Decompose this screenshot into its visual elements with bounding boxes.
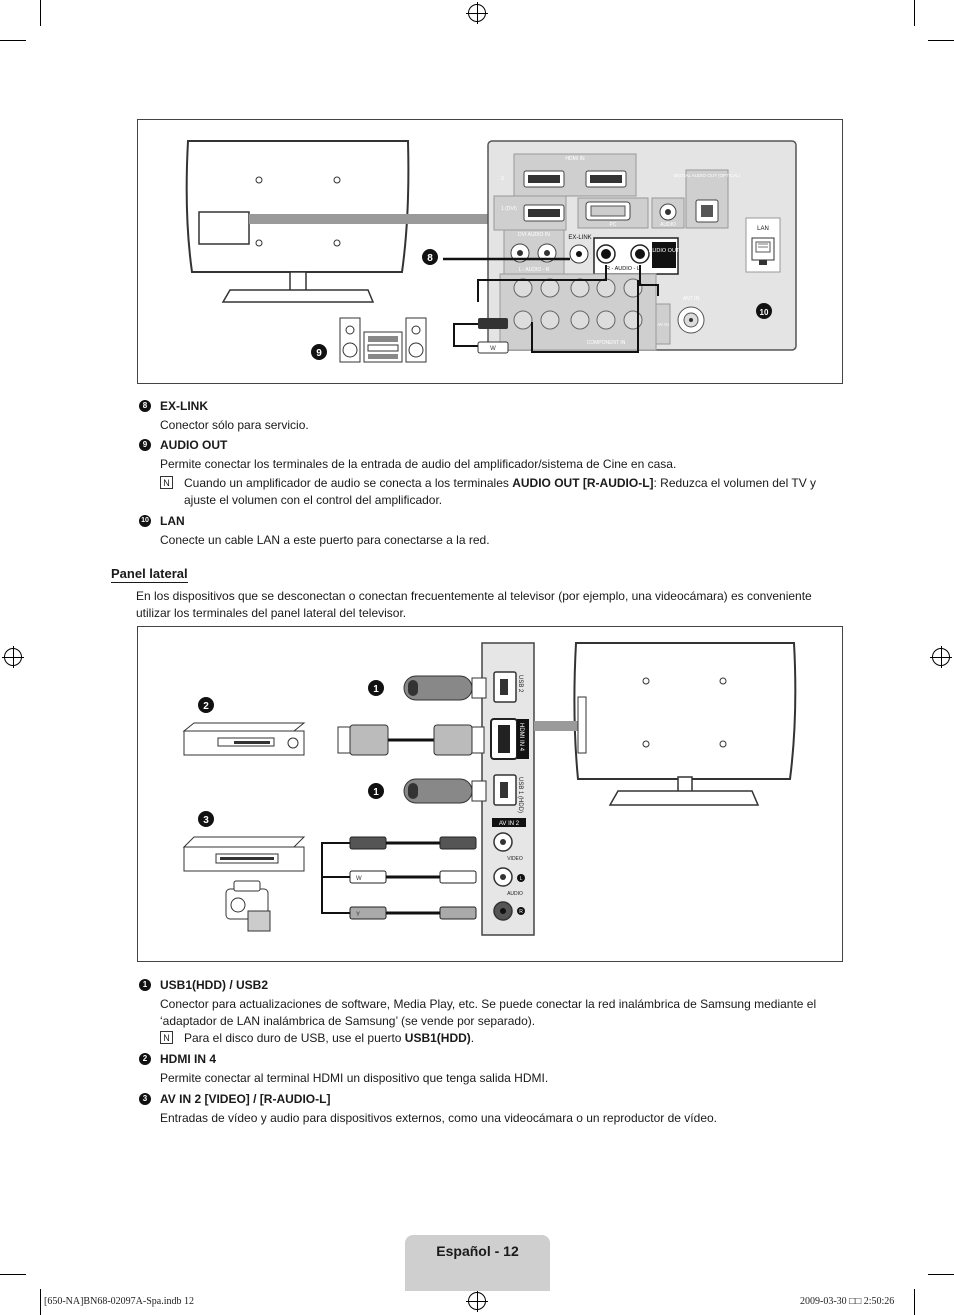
item-audio-out: 9 AUDIO OUT Permite conectar los termina… xyxy=(139,437,839,511)
audio-label: AUDIO xyxy=(660,222,676,228)
cable-w-label: W xyxy=(490,346,496,352)
note-text: . xyxy=(470,1031,475,1045)
note-text: : Reduzca el volumen del TV y ajuste el … xyxy=(184,476,817,507)
hdmi-in4-label: HDMI IN 4 xyxy=(518,723,524,752)
y-label: Y xyxy=(356,912,360,918)
item-description: Conecte un cable LAN a este puerto para … xyxy=(160,533,490,547)
svg-text:10: 10 xyxy=(760,308,769,317)
hdmi-1-label: 1 (DVI) xyxy=(501,206,517,212)
av-cables: W Y xyxy=(321,836,477,920)
item-description: Permite conectar los terminales de la en… xyxy=(160,457,677,471)
item-title: AV IN 2 [VIDEO] / [R-AUDIO-L] xyxy=(160,1092,331,1106)
item-description: Permite conectar al terminal HDMI un dis… xyxy=(160,1071,549,1085)
side-panel-figure: USB 2 HDMI IN 4 USB 1 (HDD) AV IN 2 VIDE… xyxy=(137,626,843,962)
item-description: Entradas de vídeo y audio para dispositi… xyxy=(160,1111,717,1125)
lan-label: LAN xyxy=(757,226,769,232)
dvi-audio-in-label: DVI AUDIO IN xyxy=(518,232,550,238)
item-description: Conector para actualizaciones de softwar… xyxy=(160,997,817,1028)
registration-mark-icon xyxy=(930,646,952,668)
camcorder-illustration xyxy=(225,880,271,932)
usb-sticks: 1 1 xyxy=(368,675,487,804)
video-label: VIDEO xyxy=(507,856,523,862)
crop-mark xyxy=(0,1274,26,1275)
tv-back-illustration xyxy=(185,140,489,303)
registration-mark-icon xyxy=(466,2,488,24)
svg-text:2: 2 xyxy=(203,701,209,712)
r-audio-l-label: R - AUDIO - L xyxy=(606,266,640,272)
item-description: Conector sólo para servicio. xyxy=(160,418,309,432)
item-title: EX-LINK xyxy=(160,399,208,413)
item-title: USB1(HDD) / USB2 xyxy=(160,978,269,992)
note-bold-text: AUDIO OUT [R-AUDIO-L] xyxy=(512,476,654,490)
item-av-in2: 3 AV IN 2 [VIDEO] / [R-AUDIO-L] Entradas… xyxy=(139,1091,839,1127)
component-in-label: COMPONENT IN xyxy=(587,340,626,346)
item-hdmi-in4: 2 HDMI IN 4 Permite conectar al terminal… xyxy=(139,1051,839,1087)
hdmi-device-illustration: 2 xyxy=(182,697,306,756)
rear-callouts: 8 9 10 xyxy=(311,249,772,360)
rear-connector-panel: HDMI IN 1 (DVI) 3 PC AUDIO DIGITAL AUDIO… xyxy=(487,140,797,351)
item-title: HDMI IN 4 xyxy=(160,1052,217,1066)
rear-cables: W xyxy=(443,257,659,354)
callout-9-icon: 9 xyxy=(139,439,151,451)
note-text: Cuando un amplificador de audio se conec… xyxy=(184,476,513,490)
audio-l-label: L - AUDIO - R xyxy=(519,267,550,273)
hdmi-in-label: HDMI IN xyxy=(565,156,585,162)
crop-mark xyxy=(914,0,915,26)
svg-text:8: 8 xyxy=(427,253,433,264)
item-title: LAN xyxy=(160,514,185,528)
audio-label: AUDIO xyxy=(507,891,523,897)
digital-audio-out-label: DIGITAL AUDIO OUT (OPTICAL) xyxy=(674,173,741,178)
vcr-illustration: 3 xyxy=(182,811,306,872)
slug-left: [650-NA]BN68-02097A-Spa.indb 12 xyxy=(44,1296,194,1307)
usb1-label: USB 1 (HDD) xyxy=(517,777,523,813)
page-number-tab: Español - 12 xyxy=(405,1235,550,1291)
crop-mark xyxy=(40,1289,41,1315)
svg-text:9: 9 xyxy=(316,348,322,359)
note-icon: N xyxy=(160,1031,173,1044)
page-label: Español - 12 xyxy=(436,1243,519,1259)
crop-mark xyxy=(0,40,26,41)
svg-text:3: 3 xyxy=(203,815,209,826)
ex-link-label: EX-LINK xyxy=(568,235,591,241)
item-usb: 1 USB1(HDD) / USB2 Conector para actuali… xyxy=(139,977,839,1051)
home-theater-illustration xyxy=(339,317,427,363)
section-intro: En los dispositivos que se desconectan o… xyxy=(136,589,812,620)
side-connector-panel: USB 2 HDMI IN 4 USB 1 (HDD) AV IN 2 VIDE… xyxy=(481,642,535,936)
callout-10-icon: 10 xyxy=(139,515,151,527)
r-label: R xyxy=(519,909,523,915)
pc-label: PC xyxy=(610,222,617,228)
crop-mark xyxy=(928,1274,954,1275)
section-title: Panel lateral xyxy=(111,566,188,583)
item-ex-link: 8 EX-LINK Conector sólo para servicio. xyxy=(139,398,839,434)
hdmi-cable xyxy=(337,724,485,756)
item-title: AUDIO OUT xyxy=(160,438,228,452)
usb2-label: USB 2 xyxy=(517,675,523,693)
av-in-label: AV IN xyxy=(657,322,668,327)
audio-out-label: AUDIO OUT xyxy=(649,248,680,254)
svg-text:1: 1 xyxy=(373,684,379,695)
hdmi-3-label: 3 xyxy=(501,176,504,182)
note-icon: N xyxy=(160,476,173,489)
note-text: Para el disco duro de USB, use el puerto xyxy=(184,1031,405,1045)
rear-panel-figure: HDMI IN 1 (DVI) 3 PC AUDIO DIGITAL AUDIO… xyxy=(137,119,843,384)
svg-text:1: 1 xyxy=(373,787,379,798)
av-in2-label: AV IN 2 xyxy=(499,821,520,827)
ant-in-label: ANT IN xyxy=(683,296,700,302)
callout-8-icon: 8 xyxy=(139,400,151,412)
callout-3-icon: 3 xyxy=(139,1093,151,1105)
note-bold-text: USB1(HDD) xyxy=(404,1031,471,1045)
item-lan: 10 LAN Conecte un cable LAN a este puert… xyxy=(139,513,839,549)
l-label: L xyxy=(520,876,523,882)
slug-right: 2009-03-30 □□ 2:50:26 xyxy=(800,1296,895,1307)
w-label: W xyxy=(356,876,362,882)
callout-1-icon: 1 xyxy=(139,979,151,991)
registration-mark-icon xyxy=(2,646,24,668)
tv-side-illustration xyxy=(534,642,797,806)
crop-mark xyxy=(928,40,954,41)
callout-2-icon: 2 xyxy=(139,1053,151,1065)
crop-mark xyxy=(914,1289,915,1315)
crop-mark xyxy=(40,0,41,26)
registration-mark-icon xyxy=(466,1290,488,1312)
